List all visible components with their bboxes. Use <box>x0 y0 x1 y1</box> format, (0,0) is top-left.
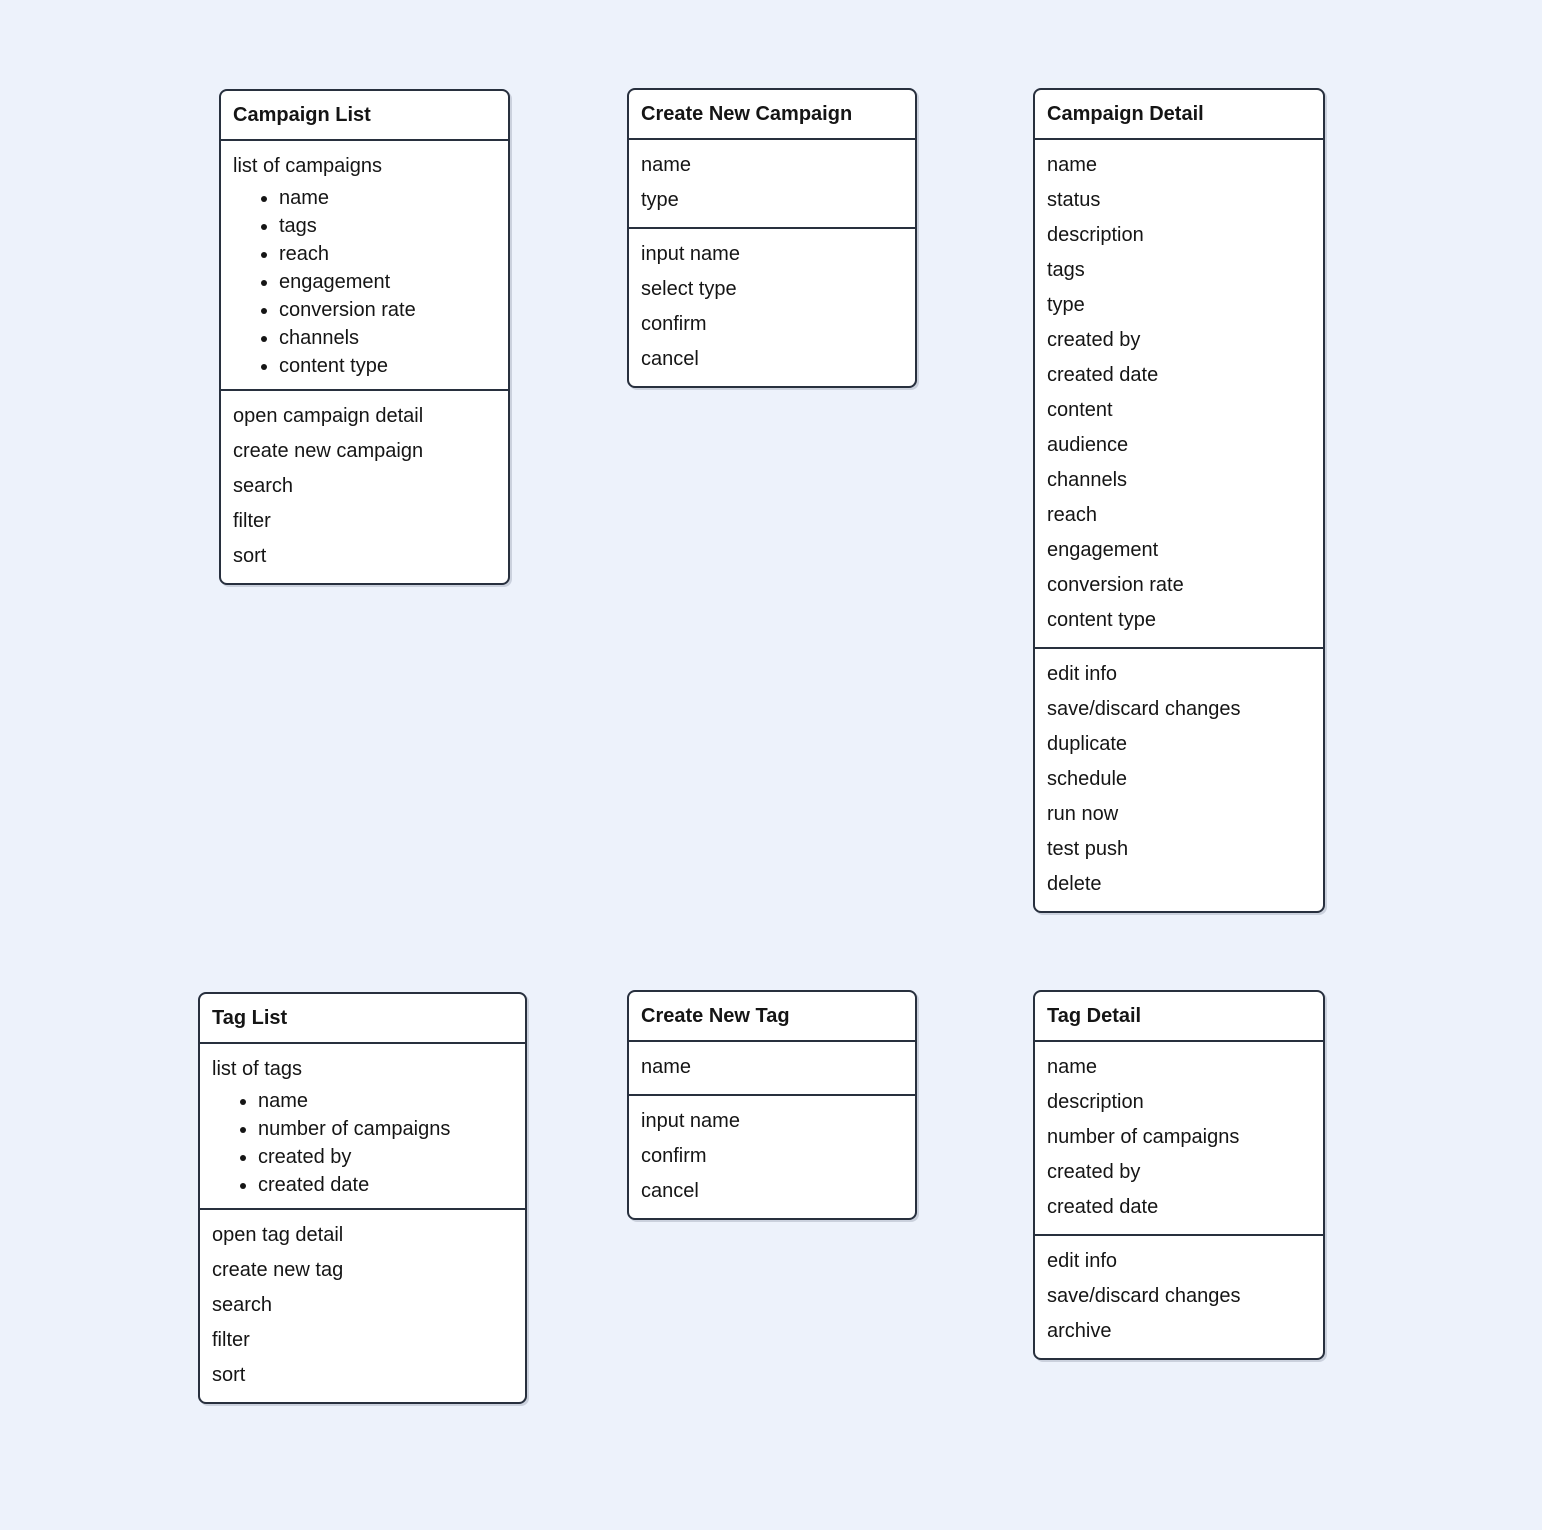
box-line: created date <box>1047 364 1159 386</box>
box-line: content type <box>1047 609 1156 631</box>
box-title: Tag List <box>212 1007 288 1029</box>
box-line: open tag detail <box>212 1224 344 1246</box>
box-line: list of campaigns <box>233 155 382 177</box>
box-line: save/discard changes <box>1047 698 1241 720</box>
box-line: create new tag <box>212 1259 344 1281</box>
box-line: cancel <box>641 348 699 370</box>
box-line: select type <box>641 278 737 300</box>
box-section: input name confirm cancel <box>629 1094 915 1218</box>
box-section: name type <box>629 138 915 227</box>
box-title: Campaign List <box>233 104 371 126</box>
box-section: name status description tags type created by c… <box>1035 138 1323 647</box>
box-section: edit info save/discard changes duplicate sc… <box>1035 647 1323 911</box>
box-line: sort <box>233 545 267 567</box>
box-line: audience <box>1047 434 1129 456</box>
box-line: input name <box>641 1110 740 1132</box>
bullet-list: nametagsreachengagementconversion ratech… <box>233 184 496 380</box>
bullet-item: number of campaigns <box>258 1115 513 1143</box>
box-title: Tag Detail <box>1047 1005 1142 1027</box>
box-line: type <box>1047 294 1085 316</box>
box-title: Create New Campaign <box>641 103 853 125</box>
box-line: description <box>1047 224 1144 246</box>
box-section: edit info save/discard changes archive <box>1035 1234 1323 1358</box>
box-create-new-tag: Create New Tag name input name confirm cance… <box>627 990 917 1220</box>
box-line: name <box>641 1056 692 1078</box>
box-line: created by <box>1047 329 1141 351</box>
box-line: tags <box>1047 259 1085 281</box>
box-create-new-campaign: Create New Campaign name type input name sel… <box>627 88 917 388</box>
bullet-item: created date <box>258 1171 513 1199</box>
box-line: content <box>1047 399 1113 421</box>
box-line: save/discard changes <box>1047 1285 1241 1307</box>
box-tag-detail: Tag Detail name description number of campa… <box>1033 990 1325 1360</box>
box-section: name <box>629 1040 915 1094</box>
box-line: search <box>233 475 294 497</box>
box-line: name <box>1047 1056 1098 1078</box>
box-line: search <box>212 1294 273 1316</box>
box-line: filter <box>233 510 271 532</box>
box-line: type <box>641 189 679 211</box>
box-tag-list: Tag List list of tags namenumber of campai… <box>198 992 527 1404</box>
box-line: name <box>641 154 692 176</box>
box-line: input name <box>641 243 740 265</box>
box-line: create new campaign <box>233 440 424 462</box>
box-line: description <box>1047 1091 1144 1113</box>
box-line: delete <box>1047 873 1102 895</box>
box-campaign-list: Campaign List list of campaigns nametagsre… <box>219 89 510 585</box>
bullet-item: name <box>279 184 496 212</box>
bullet-item: reach <box>279 240 496 268</box>
box-section: list of campaigns nametagsreachengagement… <box>221 139 508 389</box>
box-line: created date <box>1047 1196 1159 1218</box>
bullet-item: conversion rate <box>279 296 496 324</box>
box-section: open campaign detail create new campaign s… <box>221 389 508 583</box>
box-line: engagement <box>1047 539 1159 561</box>
box-line: test push <box>1047 838 1129 860</box>
box-campaign-detail: Campaign Detail name status description tags… <box>1033 88 1325 913</box>
box-line: run now <box>1047 803 1119 825</box>
bullet-item: name <box>258 1087 513 1115</box>
box-line: sort <box>212 1364 246 1386</box>
box-line: number of campaigns <box>1047 1126 1240 1148</box>
box-line: edit info <box>1047 1250 1118 1272</box>
box-line: confirm <box>641 1145 707 1167</box>
box-section: name description number of campaigns create… <box>1035 1040 1323 1234</box>
box-line: archive <box>1047 1320 1112 1342</box>
box-line: channels <box>1047 469 1128 491</box>
bullet-item: content type <box>279 352 496 380</box>
box-line: confirm <box>641 313 707 335</box>
box-line: status <box>1047 189 1101 211</box>
box-section: list of tagsnamenumber of campaignscreat… <box>200 1042 525 1208</box>
box-line: created by <box>1047 1161 1141 1183</box>
box-title: Campaign Detail <box>1047 103 1204 125</box>
box-line: name <box>1047 154 1098 176</box>
box-line: cancel <box>641 1180 699 1202</box>
box-line: reach <box>1047 504 1098 526</box>
box-line: edit info <box>1047 663 1118 685</box>
box-section: open tag detail create new tag search filte… <box>200 1208 525 1402</box>
box-line: duplicate <box>1047 733 1128 755</box>
bullet-item: created by <box>258 1143 513 1171</box>
box-line: conversion rate <box>1047 574 1184 596</box>
box-section: input name select type confirm cancel <box>629 227 915 386</box>
box-line: schedule <box>1047 768 1128 790</box>
box-line: filter <box>212 1329 250 1351</box>
box-line: list of tags <box>212 1058 303 1080</box>
bullet-item: engagement <box>279 268 496 296</box>
bullet-item: tags <box>279 212 496 240</box>
bullet-item: channels <box>279 324 496 352</box>
box-line: open campaign detail <box>233 405 424 427</box>
box-title: Create New Tag <box>641 1005 790 1027</box>
